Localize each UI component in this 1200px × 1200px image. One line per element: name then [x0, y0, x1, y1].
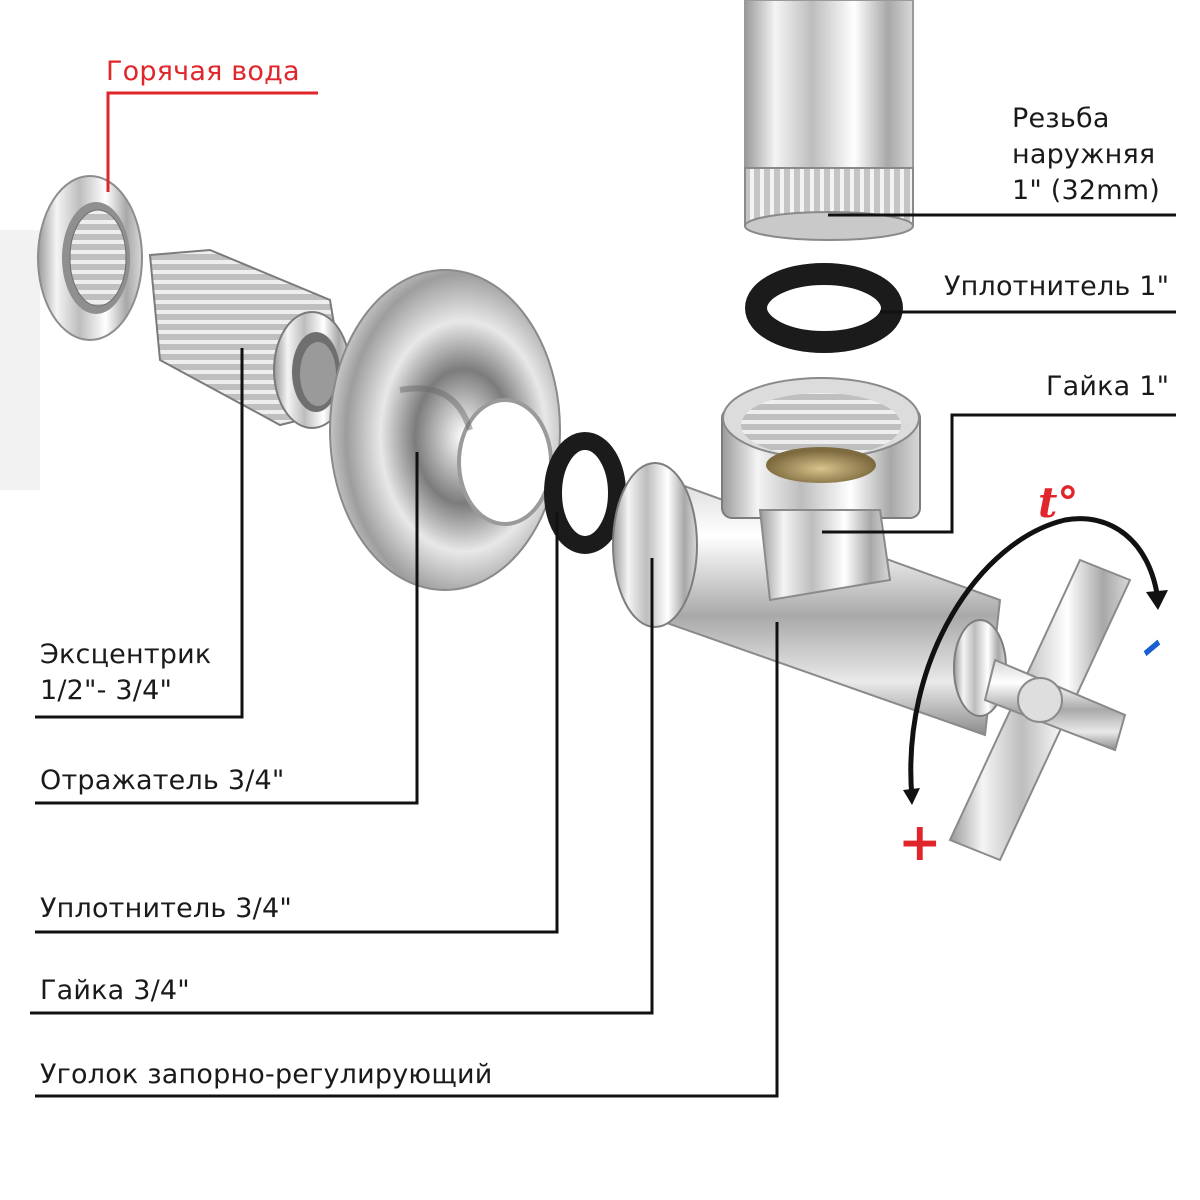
- wall-shadow: [0, 230, 40, 490]
- temperature-icon: t°: [1038, 478, 1079, 527]
- label-nut-three-quarter: Гайка 3/4": [40, 975, 190, 1006]
- label-seal-three-quarter: Уплотнитель 3/4": [40, 893, 292, 924]
- rotation-arrow-icon: [903, 516, 1168, 805]
- seal-one-inch: [745, 263, 903, 353]
- plus-icon: +: [898, 812, 942, 873]
- hot-water-flange: [37, 175, 143, 341]
- label-thread-line2: наружняя: [1012, 139, 1156, 170]
- label-seal-one-inch: Уплотнитель 1": [944, 271, 1170, 302]
- seal-three-quarter: [544, 432, 626, 554]
- label-reflector: Отражатель 3/4": [40, 765, 285, 796]
- leader-lines: [30, 91, 1176, 1098]
- label-eccentric-line1: Эксцентрик: [40, 639, 212, 670]
- eccentric-part: [148, 248, 351, 429]
- cross-handle: [948, 558, 1132, 862]
- label-hot-water: Горячая вода: [106, 56, 300, 87]
- label-thread-line1: Резьба: [1012, 103, 1110, 134]
- label-angle-valve: Уголок запорно-регулирующий: [40, 1059, 493, 1090]
- label-thread-line3: 1" (32mm): [1012, 175, 1161, 206]
- label-eccentric-line2: 1/2"- 3/4": [40, 675, 173, 706]
- angle-valve-body: [612, 377, 1007, 737]
- reflector-part: [329, 269, 561, 591]
- threaded-pipe: [744, 0, 914, 241]
- label-nut-one-inch: Гайка 1": [1046, 371, 1170, 402]
